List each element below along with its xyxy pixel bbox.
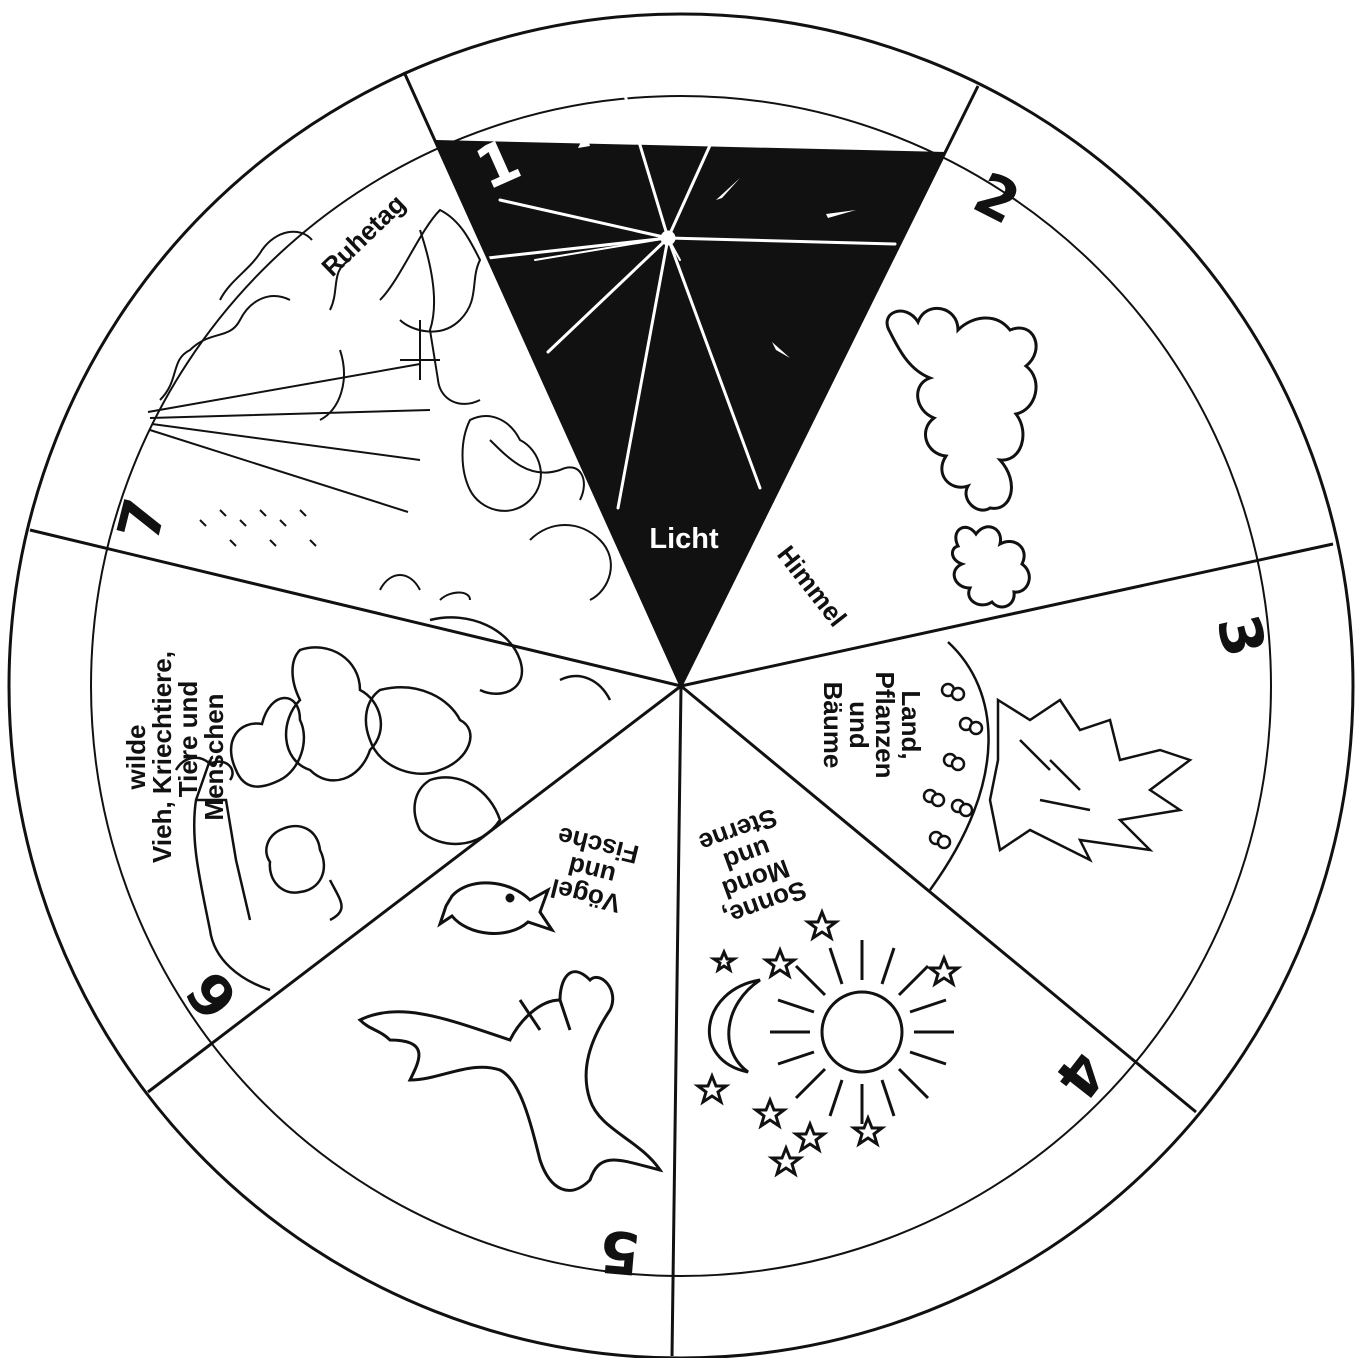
label-3-line-4: Bäume xyxy=(818,682,848,769)
segment-number-5: 5 xyxy=(597,1216,643,1287)
segment-label-licht: Licht xyxy=(649,523,719,555)
label-6-line-4: Menschen xyxy=(199,693,229,820)
label-6-line-2: wilde xyxy=(121,724,151,790)
